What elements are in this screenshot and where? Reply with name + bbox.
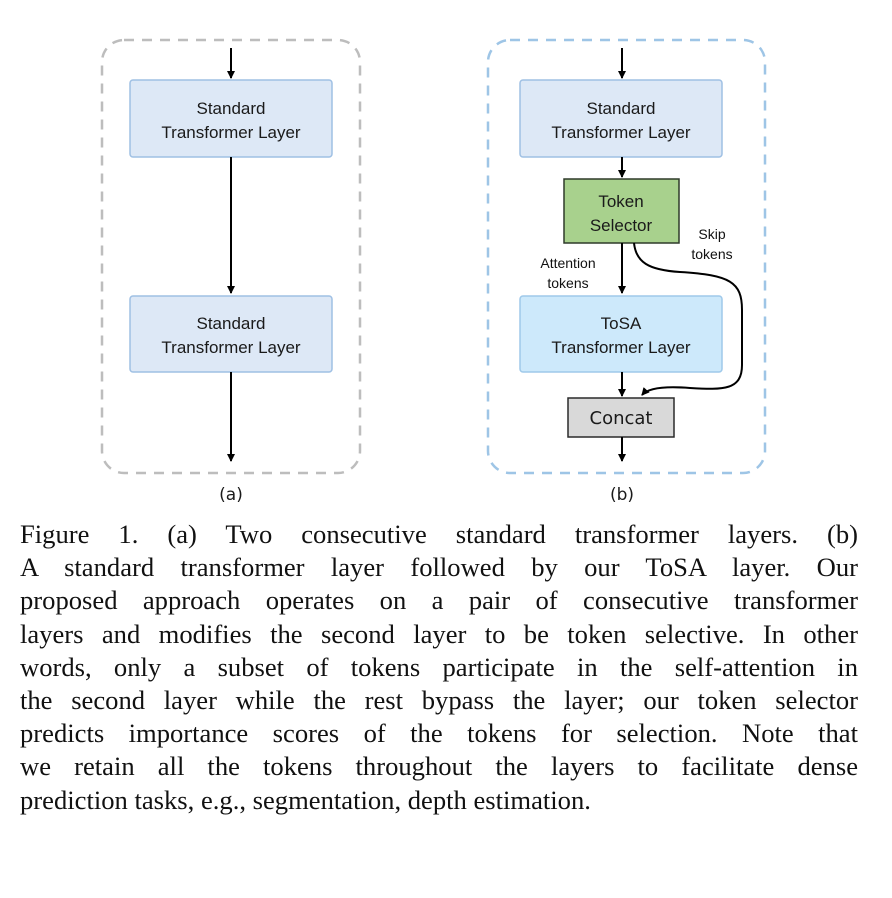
panel-a-border [100, 38, 362, 475]
tosa-layer-box [519, 295, 723, 373]
caption-line: proposed approach operates on a pair of … [20, 585, 858, 616]
attention-tokens-label-line2: tokens [547, 275, 588, 291]
token-selector-line1: Token [598, 192, 643, 211]
concat-label: Concat [590, 408, 653, 429]
skip-tokens-label-line2: tokens [691, 246, 732, 262]
panel-b-label: (b) [610, 485, 634, 505]
attention-tokens-label-line1: Attention [540, 255, 595, 271]
panel-b-border [486, 38, 767, 475]
standard-layer-a1 [129, 79, 333, 158]
panel-b: Standard Transformer Layer Token Selecto… [486, 38, 767, 505]
skip-tokens-label-line1: Skip [698, 226, 725, 242]
caption-line: words, only a subset of tokens participa… [20, 651, 858, 682]
caption-line: layers and modifies the second layer to … [20, 618, 858, 649]
caption-line: we retain all the tokens throughout the … [20, 751, 858, 782]
panel-a: Standard Transformer Layer Standard Tran… [100, 38, 362, 505]
standard-layer-b-line2: Transformer Layer [551, 123, 691, 142]
figure-diagram: Standard Transformer Layer Standard Tran… [100, 38, 767, 505]
caption-line: Figure 1. (a) Two consecutive standard t… [20, 519, 858, 549]
standard-layer-a2-line2: Transformer Layer [161, 338, 301, 357]
caption-line: A standard transformer layer followed by… [20, 552, 858, 583]
standard-layer-a1-line2: Transformer Layer [161, 123, 301, 142]
tosa-layer-line1: ToSA [601, 314, 642, 333]
tosa-layer-line2: Transformer Layer [551, 338, 691, 357]
caption-line: the second layer while the rest bypass t… [20, 685, 858, 716]
caption-line: prediction tasks, e.g., segmentation, de… [20, 784, 591, 815]
panel-a-label: (a) [219, 485, 243, 505]
standard-layer-a1-line1: Standard [197, 99, 266, 118]
token-selector-line2: Selector [590, 216, 653, 235]
skip-tokens-path [633, 242, 743, 396]
figure-caption: Figure 1. (a) Two consecutive standard t… [20, 518, 858, 817]
caption-line: predicts importance scores of the tokens… [20, 718, 858, 749]
standard-layer-b-line1: Standard [587, 99, 656, 118]
standard-layer-b [519, 79, 723, 158]
standard-layer-a2 [129, 295, 333, 373]
standard-layer-a2-line1: Standard [197, 314, 266, 333]
